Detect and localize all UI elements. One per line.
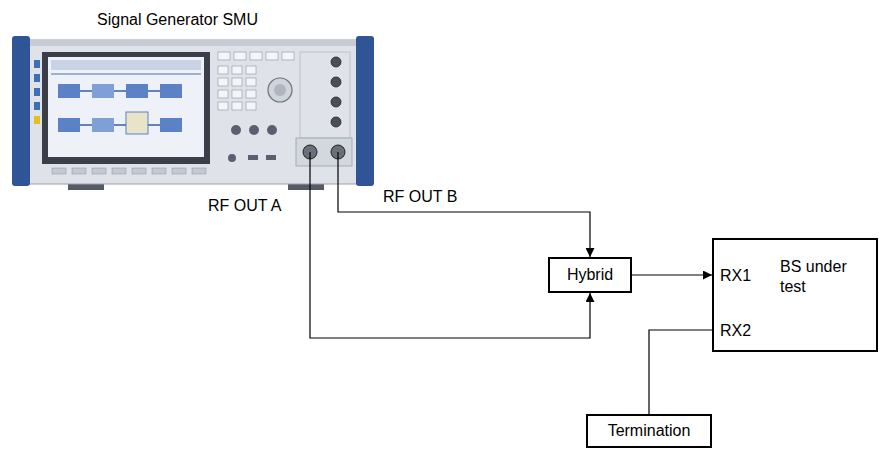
soft-key [34,116,40,124]
cable-stub [309,152,310,192]
node-label: Hybrid [567,265,613,285]
screen [48,57,204,157]
screen-block [126,84,148,98]
screen-block [58,118,80,132]
screen-header [51,60,201,70]
keypad [218,52,294,110]
screen-wires [80,91,160,125]
port-label: RF OUT B [381,188,459,206]
hybrid-box: Hybrid [548,257,632,293]
rotary-knob [268,78,292,102]
screen-line [51,73,201,75]
soft-key [34,102,40,110]
instrument-handle [356,36,374,186]
soft-key [34,60,40,68]
signal-connector [632,274,712,275]
node-label: Signal Generator SMU [97,10,258,30]
port-name: RX1 [720,266,751,286]
screen-block [58,84,80,98]
base-station-box: BS under test RX1RX2 [712,238,878,352]
signal-connector [338,192,590,257]
soft-key [34,74,40,82]
rotary-knob [274,84,286,96]
signal-connector [649,330,712,414]
signal-generator: Signal Generator SMU [12,6,376,192]
screen-block [92,118,114,132]
screen-block [160,84,182,98]
termination-box: Termination [586,414,712,448]
menu-keys [52,168,206,174]
screen-block [160,118,182,132]
cable-stub [337,152,338,192]
port-name: RX2 [720,321,751,341]
instrument-handle [12,36,30,186]
node-label: Termination [608,421,691,441]
screen-bezel [42,52,210,164]
rf-panel [296,138,352,166]
instrument-body [22,40,364,184]
screen-block [126,112,148,134]
node-title: BS under test [780,257,870,297]
port-label: RF OUT A [206,197,284,215]
lower-controls [228,125,277,162]
panel-frame [300,52,350,138]
screen-block [92,84,114,98]
bnc-connector [331,57,341,127]
instrument-top-strip [22,40,364,46]
soft-key [34,88,40,96]
